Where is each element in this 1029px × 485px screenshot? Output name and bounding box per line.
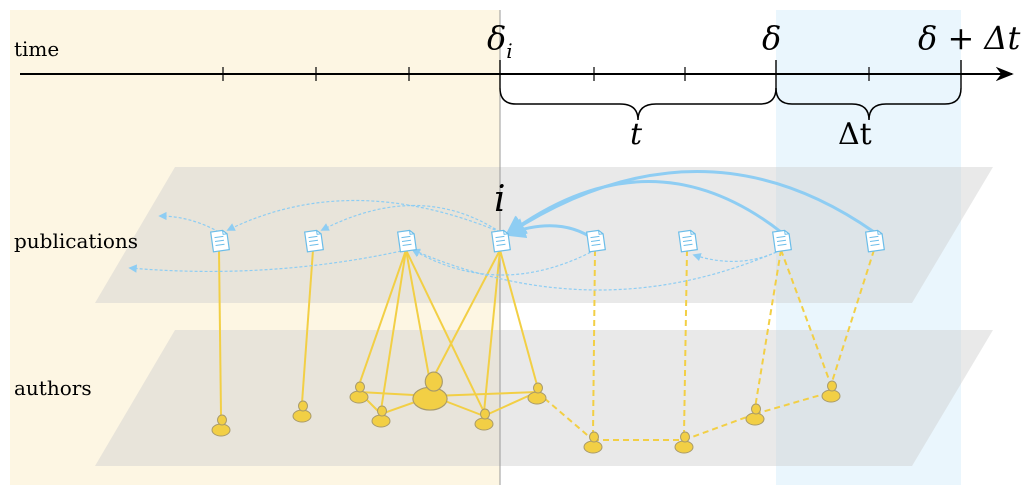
publication-doc-icon (586, 229, 606, 253)
t-brace (499, 87, 777, 121)
publication-doc-icon (491, 229, 511, 253)
publication-doc-icon (210, 229, 230, 253)
focus-publication-label: i (494, 179, 506, 220)
delta-label: δ (762, 19, 781, 57)
dt-brace-label: Δt (838, 117, 872, 152)
citation-arrows-dashed (128, 199, 782, 291)
author-person-icon-large (412, 371, 448, 411)
publication-doc-icon (397, 229, 417, 253)
dt-brace (775, 87, 962, 121)
publication-doc-icon (772, 229, 792, 253)
publications-plane (95, 167, 993, 303)
authors-label: authors (14, 376, 92, 400)
publication-doc-icon (678, 229, 698, 253)
time-axis (20, 60, 1014, 88)
publication-doc-icon (865, 229, 885, 253)
authors (211, 371, 841, 454)
delta-plus-dt-label: δ + Δt (918, 19, 1021, 57)
publications-label: publications (14, 229, 138, 253)
delta-i-label: δi (487, 19, 513, 63)
time-label: time (14, 37, 59, 61)
t-brace-label: t (630, 117, 643, 152)
publication-doc-icon (304, 229, 324, 253)
authorship-links-dashed (536, 249, 875, 441)
